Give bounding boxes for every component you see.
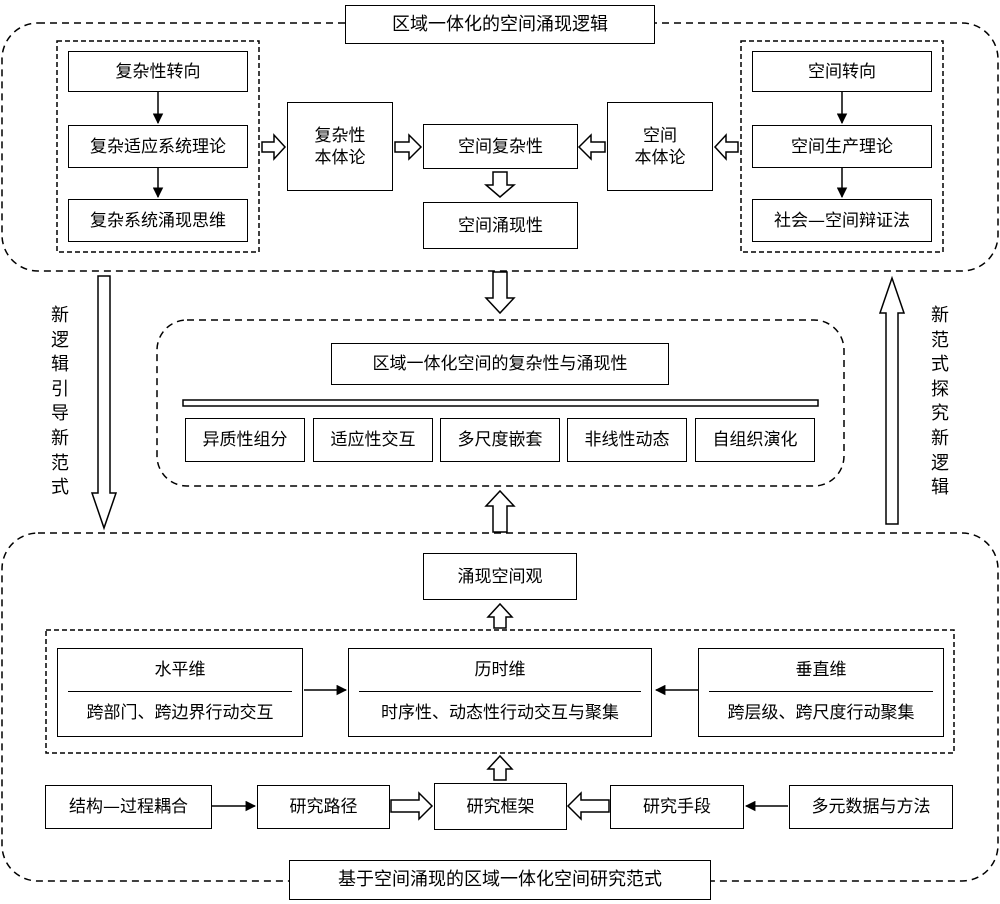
hollow-arrow-framework-to-view bbox=[486, 602, 514, 629]
long-arrow-right-up bbox=[878, 275, 906, 525]
spatial-ontology-line-1: 空间 bbox=[643, 125, 677, 146]
research-path-box: 研究路径 bbox=[257, 785, 390, 829]
spatial-ontology-line-2: 本体论 bbox=[634, 147, 686, 168]
feature-self-organizing-evolution: 自组织演化 bbox=[695, 418, 815, 462]
emergent-space-view-box: 涌现空间观 bbox=[423, 553, 577, 600]
vertical-dimension-rule bbox=[709, 691, 933, 692]
complexity-ontology-line-1: 复杂性 bbox=[314, 125, 366, 146]
diachronic-dimension-box: 历时维 时序性、动态性行动交互与聚集 bbox=[348, 648, 652, 737]
vertical-dimension-heading: 垂直维 bbox=[795, 660, 847, 680]
hollow-arrow-spatial-theory-to-ontology bbox=[713, 133, 739, 161]
socio-spatial-dialectics-box: 社会—空间辩证法 bbox=[752, 199, 932, 242]
top-section-title: 区域一体化的空间涌现逻辑 bbox=[345, 5, 655, 44]
cas-theory-box: 复杂适应系统理论 bbox=[68, 125, 248, 168]
complexity-ontology-line-2: 本体论 bbox=[314, 147, 366, 168]
feature-heterogeneous-components: 异质性组分 bbox=[185, 418, 305, 462]
horizontal-dimension-body: 跨部门、跨边界行动交互 bbox=[86, 703, 274, 723]
diachronic-dimension-body: 时序性、动态性行动交互与聚集 bbox=[381, 703, 619, 723]
feature-nonlinear-dynamics: 非线性动态 bbox=[567, 418, 687, 462]
research-means-box: 研究手段 bbox=[610, 785, 744, 829]
hollow-arrow-means-to-framework bbox=[566, 791, 610, 821]
diachronic-dimension-rule bbox=[359, 691, 641, 692]
space-production-box: 空间生产理论 bbox=[752, 125, 932, 168]
feature-adaptive-interaction: 适应性交互 bbox=[313, 418, 433, 462]
hollow-arrow-framework-to-dimensions bbox=[486, 754, 514, 781]
spatial-complexity-box: 空间复杂性 bbox=[423, 124, 578, 169]
middle-section-container bbox=[156, 319, 845, 487]
complexity-ontology-box: 复杂性 本体论 bbox=[287, 102, 393, 191]
structure-process-coupling-box: 结构—过程耦合 bbox=[45, 785, 212, 829]
hollow-arrow-spatial-ontology-to-complexity bbox=[577, 133, 606, 161]
hollow-arrow-complexity-to-emergence bbox=[483, 171, 517, 198]
horizontal-dimension-box: 水平维 跨部门、跨边界行动交互 bbox=[57, 648, 303, 737]
spatial-ontology-box: 空间 本体论 bbox=[607, 102, 713, 191]
vertical-dimension-body: 跨层级、跨尺度行动聚集 bbox=[727, 703, 915, 723]
hollow-arrow-logic-to-features bbox=[484, 271, 516, 315]
hollow-arrow-paradigm-to-features bbox=[484, 489, 516, 533]
complexity-theory-group bbox=[56, 40, 260, 253]
bottom-section-container bbox=[1, 532, 999, 882]
bottom-section-title: 基于空间涌现的区域一体化空间研究范式 bbox=[289, 860, 711, 900]
feature-header-bar bbox=[182, 399, 819, 407]
feature-multiscale-nesting: 多尺度嵌套 bbox=[440, 418, 560, 462]
horizontal-dimension-rule bbox=[68, 691, 292, 692]
diachronic-dimension-heading: 历时维 bbox=[474, 660, 526, 680]
left-arrow-label: 新逻辑引导新范式 bbox=[51, 305, 69, 499]
emergence-thinking-box: 复杂系统涌现思维 bbox=[68, 199, 248, 242]
multi-data-methods-box: 多元数据与方法 bbox=[789, 785, 953, 829]
spatial-theory-group bbox=[740, 40, 944, 253]
research-framework-box: 研究框架 bbox=[434, 783, 567, 830]
hollow-arrow-theory-to-ontology bbox=[261, 133, 287, 161]
hollow-arrow-ontology-to-complexity bbox=[394, 133, 423, 161]
hollow-arrow-path-to-framework bbox=[390, 791, 434, 821]
dimensions-group bbox=[45, 629, 955, 754]
long-arrow-left-down bbox=[90, 275, 118, 531]
vertical-dimension-box: 垂直维 跨层级、跨尺度行动聚集 bbox=[698, 648, 944, 737]
spatial-emergence-box: 空间涌现性 bbox=[423, 202, 578, 249]
right-arrow-label: 新范式探究新逻辑 bbox=[931, 305, 949, 499]
middle-section-title: 区域一体化空间的复杂性与涌现性 bbox=[331, 343, 669, 385]
horizontal-dimension-heading: 水平维 bbox=[154, 660, 206, 680]
complexity-turn-box: 复杂性转向 bbox=[68, 51, 248, 92]
spatial-turn-box: 空间转向 bbox=[752, 51, 932, 92]
